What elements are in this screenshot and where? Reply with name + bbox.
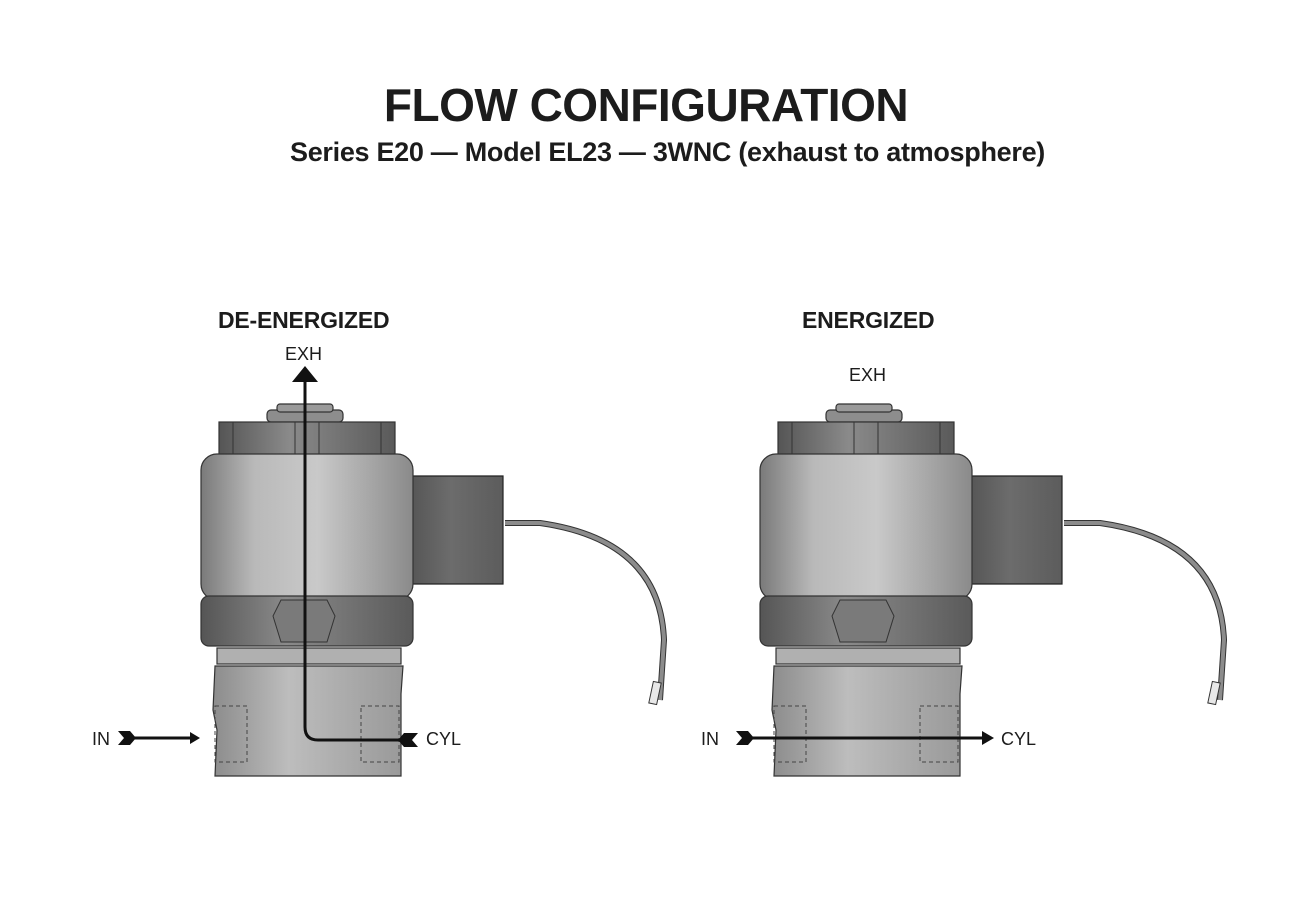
flow-path-energized xyxy=(736,731,994,745)
page-title: FLOW CONFIGURATION xyxy=(383,79,909,131)
port-label-exh-left: EXH xyxy=(285,344,323,364)
port-label-exh-right: EXH xyxy=(849,365,887,385)
inlet-arrow-left xyxy=(118,731,200,745)
state-label-de-energized: DE-ENERGIZED xyxy=(218,307,390,333)
valve-energized xyxy=(759,403,1063,777)
valve-de-energized xyxy=(200,403,504,777)
port-label-cyl-left: CYL xyxy=(426,729,462,749)
port-label-cyl-right: CYL xyxy=(1001,729,1037,749)
port-label-in-left: IN xyxy=(92,729,110,749)
port-label-in-right: IN xyxy=(701,729,719,749)
page-subtitle: Series E20 — Model EL23 — 3WNC (exhaust … xyxy=(289,137,1045,167)
flow-path-de-energized xyxy=(292,366,418,747)
state-label-energized: ENERGIZED xyxy=(802,307,935,333)
